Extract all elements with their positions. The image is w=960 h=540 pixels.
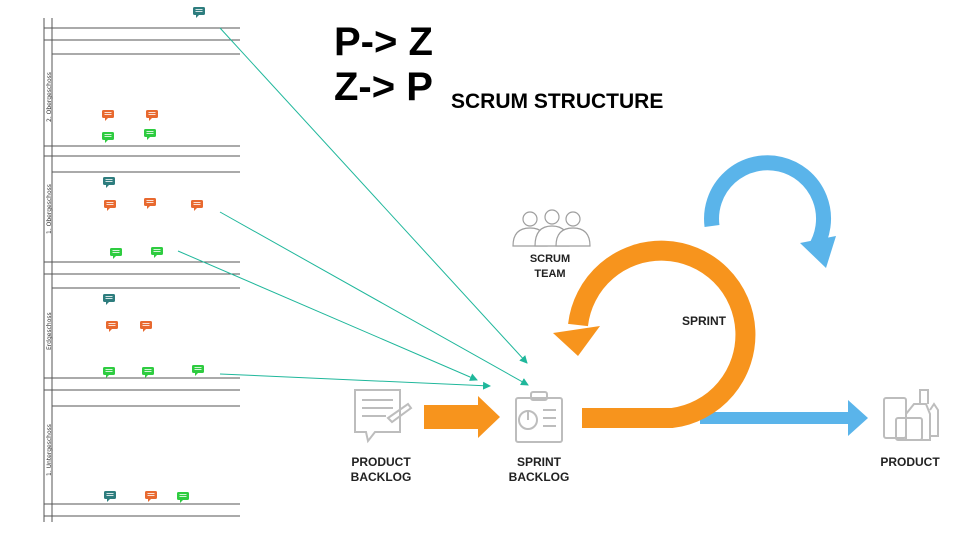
chat-bubble-icon (103, 490, 117, 503)
chat-bubble-icon (101, 109, 115, 122)
blue-loop-arrow (704, 155, 836, 268)
sprint-loop-arrow (553, 240, 756, 428)
chat-bubble-icon (143, 197, 157, 210)
chat-bubble-icon (145, 109, 159, 122)
clipboard-icon (515, 391, 563, 443)
scrum-team-label-line2: TEAM (534, 268, 566, 280)
chat-bubble-icon (101, 131, 115, 144)
product-label: PRODUCT (880, 455, 940, 469)
product-backlog-label-line1: PRODUCT (351, 455, 411, 469)
scrum-team-label-line1: SCRUM (529, 253, 571, 265)
product-backlog-label-line2: BACKLOG (350, 470, 412, 484)
connector-arrows (177, 27, 529, 390)
scrum-team-label: SCRUM TEAM (510, 252, 590, 282)
connector-arrow (219, 373, 491, 390)
backlog-arrow (424, 396, 500, 438)
chat-bubble-icon (191, 364, 205, 377)
sprint-backlog-label-line1: SPRINT (516, 455, 561, 469)
floor-label: 1. Obergeschoss (46, 184, 53, 234)
chat-bubble-icon (150, 246, 164, 259)
chat-bubble-icon (190, 199, 204, 212)
floor-label: Erdgeschoss (46, 312, 53, 350)
chat-bubble-icon (144, 490, 158, 503)
chat-bubble-icon (176, 491, 190, 504)
blue-product-arrow (700, 400, 868, 436)
chat-bubble-icon (102, 366, 116, 379)
team-icon (512, 209, 591, 247)
floor-label: 1. Untergeschoss (46, 424, 53, 476)
chat-bubble-icon (105, 320, 119, 333)
connector-arrow (177, 250, 478, 381)
chat-bubble-icon (102, 293, 116, 306)
floor-label: 2. Obergeschoss (46, 72, 53, 122)
connector-arrow (219, 211, 529, 386)
sprint-backlog-label: SPRINT BACKLOG (494, 455, 584, 485)
chat-bubble-icon (109, 247, 123, 260)
chat-bubble-icon (139, 320, 153, 333)
product-bottles-icon (883, 389, 939, 441)
chat-bubble-icon (103, 199, 117, 212)
chat-bubble-icon (102, 176, 116, 189)
product-backlog-label: PRODUCT BACKLOG (336, 455, 426, 485)
chat-bubble-icon (143, 128, 157, 141)
building-section (43, 18, 240, 522)
chat-bubble-icon (192, 6, 206, 19)
sprint-label: SPRINT (681, 314, 726, 328)
chat-bubble-icon (141, 366, 155, 379)
scrum-structure-title: SCRUM STRUCTURE (451, 90, 664, 113)
heading-line-1: P-> Z (334, 20, 433, 64)
sprint-backlog-label-line2: BACKLOG (508, 470, 570, 484)
heading-line-2: Z-> P (334, 65, 433, 109)
connector-arrow (219, 27, 528, 364)
document-icon (354, 389, 413, 444)
